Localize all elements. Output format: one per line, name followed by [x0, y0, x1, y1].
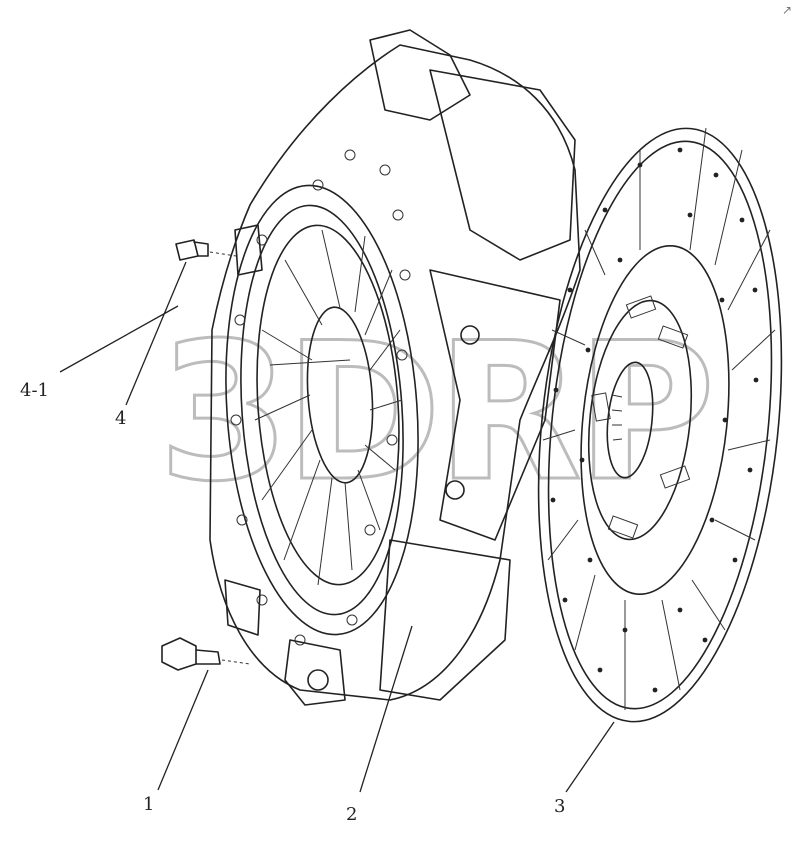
bolt-4-1 — [175, 239, 237, 261]
leader-3 — [565, 721, 615, 793]
bolt-1 — [161, 637, 251, 671]
leader-1 — [157, 669, 209, 791]
leader-2 — [359, 625, 413, 793]
watermark: 3DRP — [158, 302, 709, 523]
pressure-plate-assembly — [209, 29, 581, 706]
leader-4 — [125, 261, 187, 406]
corner-mark: ↗ — [782, 3, 792, 17]
callout-4: 4 — [115, 408, 126, 429]
callout-1: 1 — [143, 794, 154, 815]
callout-2: 2 — [346, 804, 357, 825]
callout-4-1: 4-1 — [20, 380, 49, 401]
leader-4-1 — [59, 305, 179, 373]
clutch-disc — [537, 127, 783, 723]
callout-3: 3 — [554, 796, 565, 817]
